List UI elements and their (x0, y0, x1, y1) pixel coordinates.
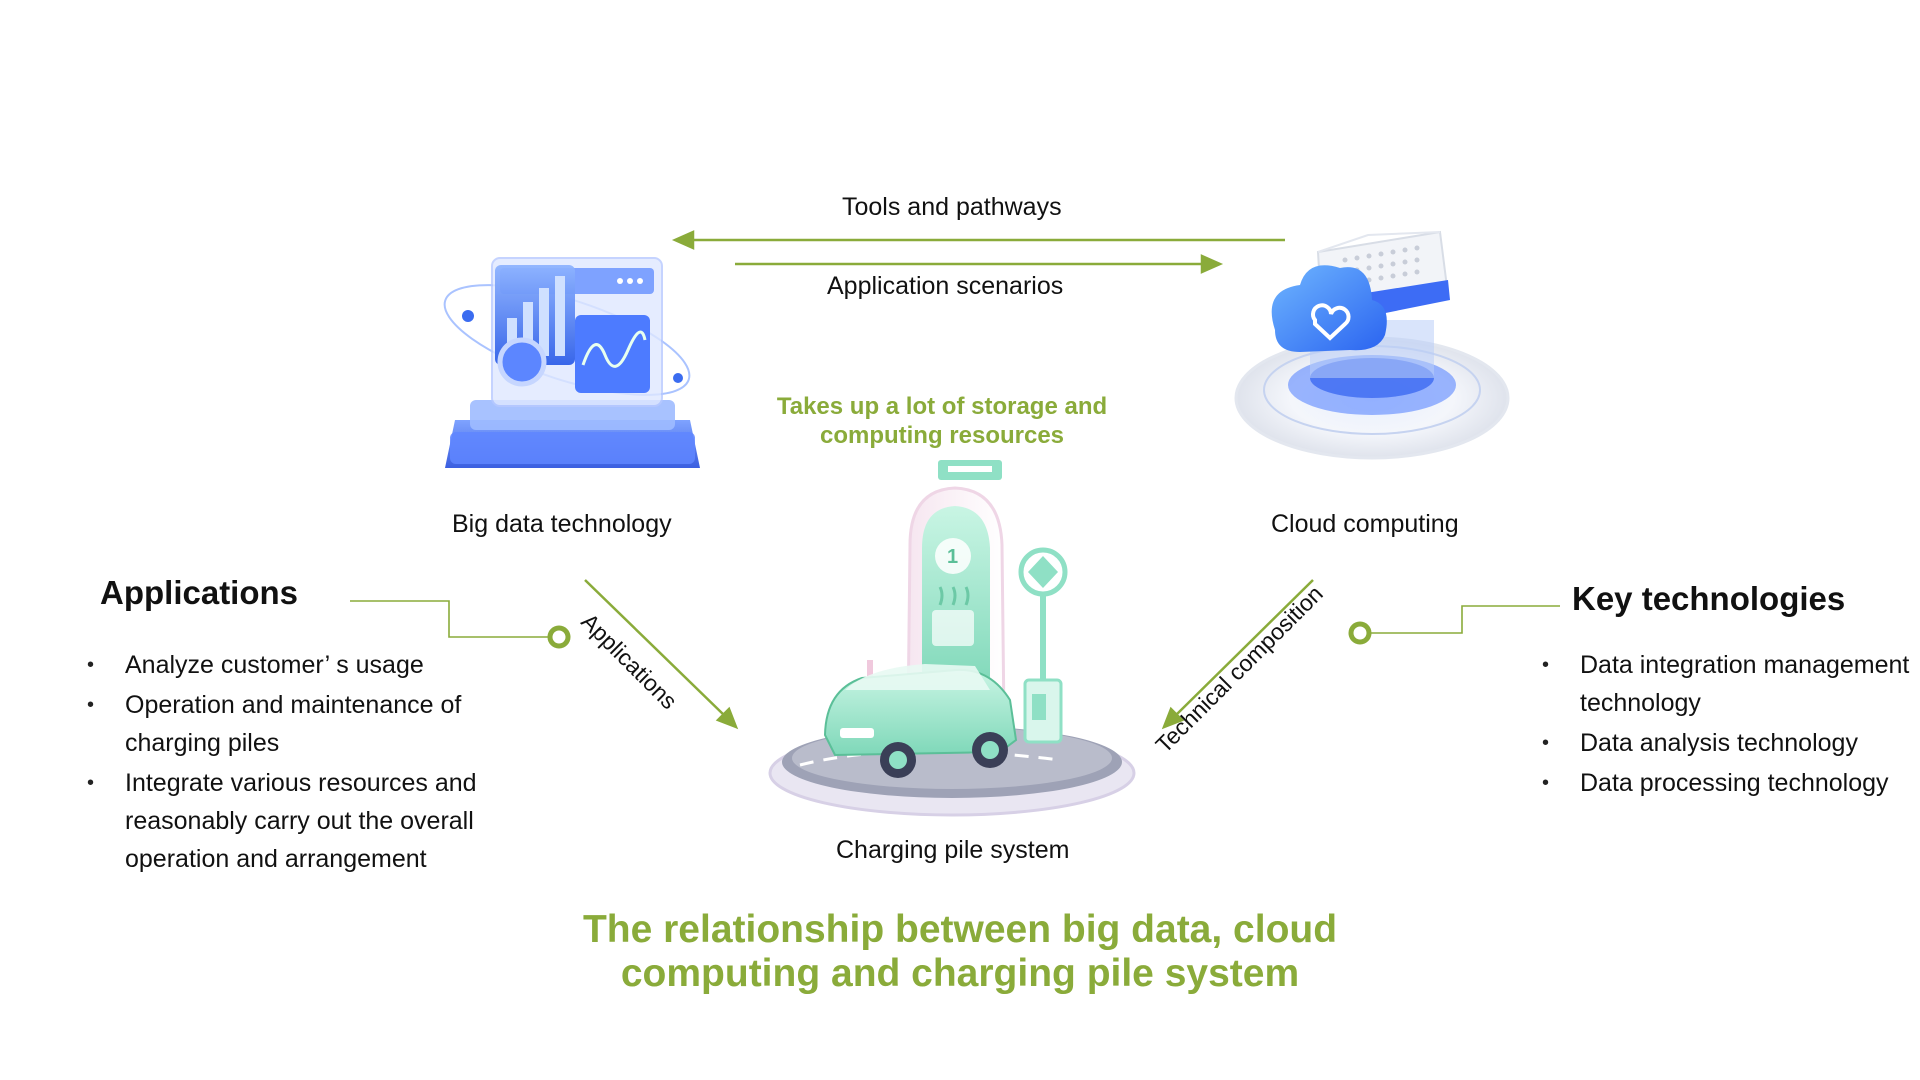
label-charging-pile-system: Charging pile system (836, 836, 1070, 864)
label-big-data-technology: Big data technology (452, 510, 672, 538)
list-item: Data processing technology (1542, 764, 1912, 802)
arrow-application-scenarios (735, 254, 1224, 274)
svg-text:1: 1 (947, 546, 958, 568)
connector-key-technologies (1348, 605, 1560, 645)
diagram-caption: The relationship between big data, cloud… (460, 908, 1460, 996)
list-item: Data integration management technology (1542, 646, 1912, 722)
list-item: Analyze customer’ s usage (87, 646, 487, 684)
arrow-applications-diagonal (584, 579, 739, 730)
label-application-scenarios: Application scenarios (827, 272, 1064, 300)
big-data-illustration (443, 257, 700, 468)
connector-applications (350, 600, 571, 649)
cloud-computing-illustration (1234, 230, 1510, 460)
storage-note-line1: Takes up a lot of storage and (776, 393, 1108, 420)
caption-line1: The relationship between big data, cloud (582, 908, 1338, 951)
arrow-technical-composition-diagonal (1161, 579, 1314, 730)
caption-line2: computing and charging pile system (620, 952, 1300, 995)
label-tools-pathways: Tools and pathways (842, 193, 1062, 221)
applications-heading: Applications (100, 574, 299, 611)
list-item: Operation and maintenance of charging pi… (87, 686, 487, 762)
key-technologies-list: Data integration management technology D… (1542, 646, 1912, 804)
charging-pile-illustration: 1 (768, 460, 1136, 817)
storage-note: Takes up a lot of storage and computing … (742, 392, 1142, 450)
list-item: Data analysis technology (1542, 724, 1912, 762)
list-item: Integrate various resources and reasonab… (87, 764, 487, 878)
arrow-tools-pathways (671, 230, 1285, 250)
storage-note-line2: computing resources (819, 422, 1065, 449)
label-cloud-computing: Cloud computing (1271, 510, 1459, 538)
key-technologies-heading: Key technologies (1572, 580, 1846, 617)
applications-list: Analyze customer’ s usage Operation and … (87, 646, 487, 880)
